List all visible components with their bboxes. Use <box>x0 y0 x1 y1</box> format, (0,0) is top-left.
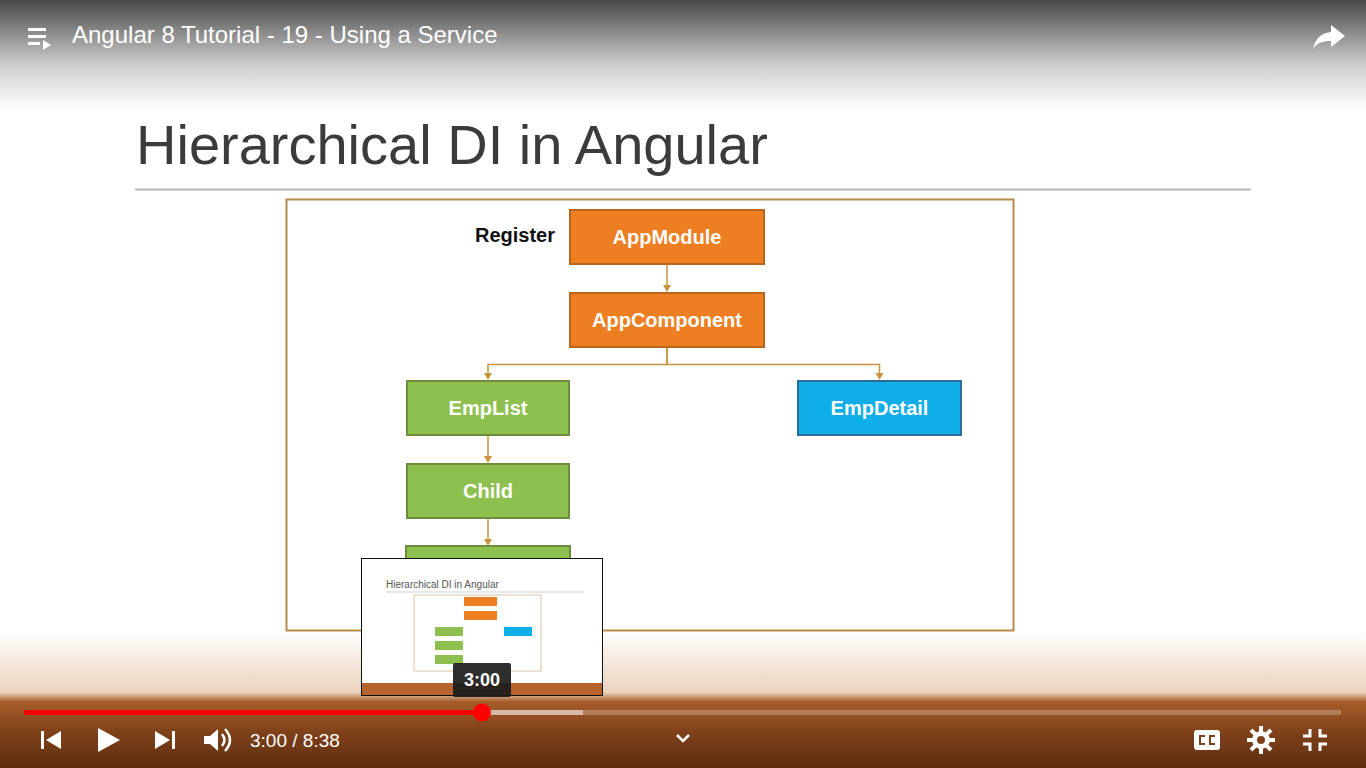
box-label: EmpDetail <box>831 397 929 420</box>
process-box: AppModule <box>569 209 765 265</box>
child-link-head <box>484 539 492 546</box>
process-box: AppComponent <box>569 292 765 348</box>
video-title: Angular 8 Tutorial - 19 - Using a Servic… <box>72 21 498 49</box>
register-label: Register <box>475 224 555 247</box>
progress-bar <box>0 697 1366 727</box>
slide-title: Hierarchical DI in Angular <box>136 112 768 177</box>
box-label: AppComponent <box>592 309 742 332</box>
bottom-shade <box>0 630 1366 768</box>
time-tooltip: 3:00 <box>453 663 511 697</box>
connector <box>484 436 492 463</box>
connector <box>663 265 671 292</box>
time-display: 3:00 / 8:38 <box>250 730 340 752</box>
process-box: EmpList <box>406 380 570 436</box>
player-controls <box>0 716 1366 766</box>
connector <box>484 348 667 380</box>
process-box: Child <box>406 463 570 519</box>
connector <box>667 348 884 380</box>
playlist-icon <box>26 24 56 54</box>
process-box: EmpDetail <box>797 380 962 436</box>
box-label: Child <box>463 480 513 503</box>
box-label: AppModule <box>613 226 722 249</box>
box-label: EmpList <box>449 397 528 420</box>
title-rule <box>135 189 1251 191</box>
child-link <box>487 519 489 540</box>
share-icon <box>1311 22 1347 52</box>
thumbnail-title: Hierarchical DI in Angular <box>386 579 499 590</box>
top-shade <box>0 0 1366 110</box>
